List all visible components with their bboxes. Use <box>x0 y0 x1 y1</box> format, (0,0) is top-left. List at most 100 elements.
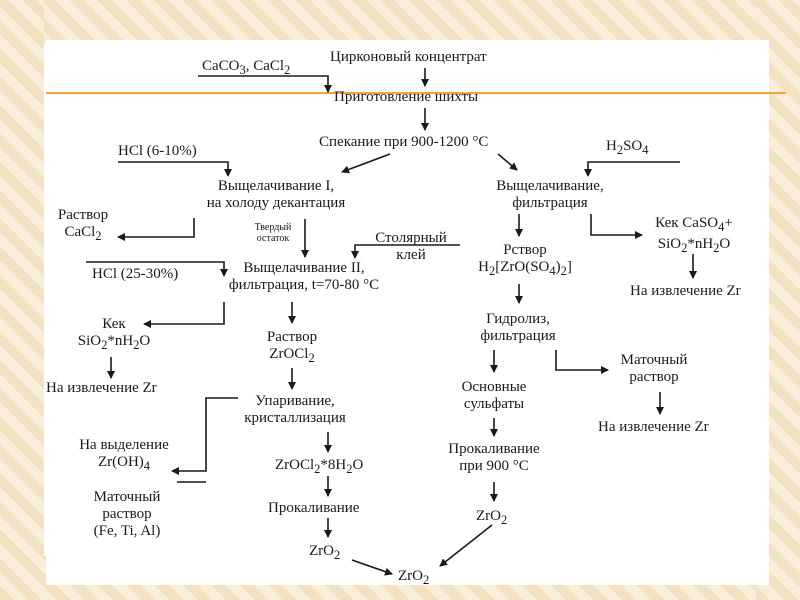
evap-line2: кристаллизация <box>244 410 346 426</box>
node-leach2: Выщелачивание II, фильтрация, t=70-80 °C <box>206 260 402 294</box>
node-mother-right: Маточный раствор <box>604 352 704 386</box>
caco3-sub: 3 <box>239 63 246 77</box>
arrow-glue-leach2 <box>351 244 460 259</box>
zro2f-text: ZrO <box>398 568 423 584</box>
caso4-text: Кек CaSO <box>655 215 719 231</box>
node-calcination-right: Прокаливание при 900 °C <box>434 441 554 475</box>
arrow-hydro-mother <box>555 350 609 374</box>
diagram-panel <box>46 40 769 585</box>
arrow-leach2-cake <box>143 302 225 328</box>
cacl2-formula-sub: 2 <box>95 229 102 243</box>
node-calcination-left: Прокаливание <box>268 500 360 516</box>
node-glue: Столярный клей <box>363 230 459 264</box>
evap-line1: Упаривание, <box>255 393 335 409</box>
leach2-line2: фильтрация, t=70-80 °C <box>228 277 380 293</box>
background-stripe-top <box>0 0 800 44</box>
arrow-h2so4-leachs <box>584 161 680 177</box>
arrow-sinter-leach1 <box>341 153 391 174</box>
node-leach-sulfuric: Выщелачивание, фильтрация <box>480 178 620 212</box>
glue-line1: Столярный <box>375 230 447 246</box>
node-zro2-right: ZrO2 <box>476 508 507 529</box>
motherl-line3: (Fe, Ti, Al) <box>93 523 161 539</box>
zroh-text: Zr(OH) <box>97 454 144 470</box>
zh-d: 2 <box>346 462 353 476</box>
hydro-line2: фильтрация <box>480 328 556 344</box>
zh-a: ZrOCl <box>275 457 315 473</box>
caso4-sub: 4 <box>718 220 725 234</box>
node-mother-left: Маточный раствор (Fe, Ti, Al) <box>72 489 182 540</box>
solid-line2: остаток <box>256 233 290 244</box>
basic-line2: сульфаты <box>463 396 525 412</box>
zrocl2-text: ZrOCl <box>269 346 309 362</box>
node-solid-residue: Твердый остаток <box>245 222 301 244</box>
zrocl2-line2: ZrOCl2 <box>246 346 338 367</box>
basic-line1: Основные <box>461 379 527 395</box>
node-basic-sulfates: Основные сульфаты <box>444 379 544 413</box>
node-zro2-left: ZrO2 <box>309 543 340 564</box>
s2-e: ) <box>555 259 561 275</box>
arrow-zro2r-final <box>439 524 493 567</box>
arrow-zro2l-final <box>351 559 393 576</box>
sc-d: 2 <box>133 338 140 352</box>
node-leach1: Выщелачивание I, на холоду декантация <box>186 178 366 212</box>
sio2cake-line1: Кек <box>102 316 126 332</box>
solution2-line1: Рствор <box>503 242 547 258</box>
node-charge: Приготовление шихты <box>334 89 479 105</box>
motherr-line1: Маточный <box>620 352 688 368</box>
arrow-sinter-leachs <box>497 153 518 171</box>
calcr-line1: Прокаливание <box>448 441 540 457</box>
zroh-line2: Zr(OH)4 <box>62 454 186 475</box>
accent-line <box>46 92 786 94</box>
solution2-line2: H2[ZrO(SO4)2] <box>460 259 590 280</box>
zroh-line1: На выделение <box>79 437 169 453</box>
node-solution2: Рствор H2[ZrO(SO4)2] <box>460 242 590 280</box>
so-label: SO <box>623 138 643 154</box>
sc-c: *nH <box>107 333 134 349</box>
zroh-sub: 4 <box>143 459 151 473</box>
leach2-line1: Выщелачивание II, <box>243 260 365 276</box>
cacl2-line1: Раствор <box>57 207 109 223</box>
zro2f-sub: 2 <box>423 573 430 587</box>
h-sub: 2 <box>616 143 624 157</box>
s2-f: 2 <box>560 264 567 278</box>
leachs-line1: Выщелачивание, <box>496 178 604 194</box>
node-concentrate: Цирконовый концентрат <box>330 49 487 65</box>
node-extract-left: На извлечение Zr <box>46 380 157 396</box>
sio2-sub: 2 <box>681 241 688 255</box>
zrocl2-line1: Раствор <box>266 329 318 345</box>
zrocl2-sub: 2 <box>308 351 315 365</box>
so-sub: 4 <box>642 143 649 157</box>
arrow-caco3-charge <box>198 75 332 93</box>
cacl2-formula: CaCl <box>64 224 96 240</box>
caso4-line2: SiO2*nH2O <box>632 236 756 257</box>
node-extract-mid: На извлечение Zr <box>598 419 709 435</box>
glue-line2: клей <box>396 247 426 263</box>
caso4-line1: Кек CaSO4+ <box>632 215 756 236</box>
zro2r-text: ZrO <box>476 508 501 524</box>
hydro-line1: Гидролиз, <box>486 311 550 327</box>
caco3-label: CaCO <box>202 58 240 74</box>
motherl-line1: Маточный <box>93 489 161 505</box>
zh-e: O <box>352 457 364 473</box>
leachs-line2: фильтрация <box>512 195 588 211</box>
node-sio2-cake: Кек SiO2*nH2O <box>62 316 166 354</box>
node-hcl1: HCl (6-10%) <box>118 143 197 159</box>
arrow-hcl2-leach2 <box>86 261 228 277</box>
sc-e: O <box>139 333 151 349</box>
sio2cake-line2: SiO2*nH2O <box>62 333 166 354</box>
s2-a: H <box>478 259 489 275</box>
solid-line1: Твердый <box>254 222 292 233</box>
arrow-leach1-cacl2 <box>117 218 195 241</box>
zh-c: *8H <box>320 457 347 473</box>
nh2o-text: *nH <box>687 236 714 252</box>
node-caco3-cacl2: CaCO3, CaCl2 <box>202 58 290 79</box>
sio2-text: SiO <box>657 236 682 252</box>
calcr-line2: при 900 °C <box>459 458 529 474</box>
arrow-hcl1-leach1 <box>118 161 232 177</box>
node-zrocl2-solution: Раствор ZrOCl2 <box>246 329 338 367</box>
arrow-leachs-caso4 <box>590 214 643 239</box>
node-hydrolysis: Гидролиз, фильтрация <box>462 311 574 345</box>
background-stripe-left <box>0 0 44 600</box>
zro2l-text: ZrO <box>309 543 334 559</box>
